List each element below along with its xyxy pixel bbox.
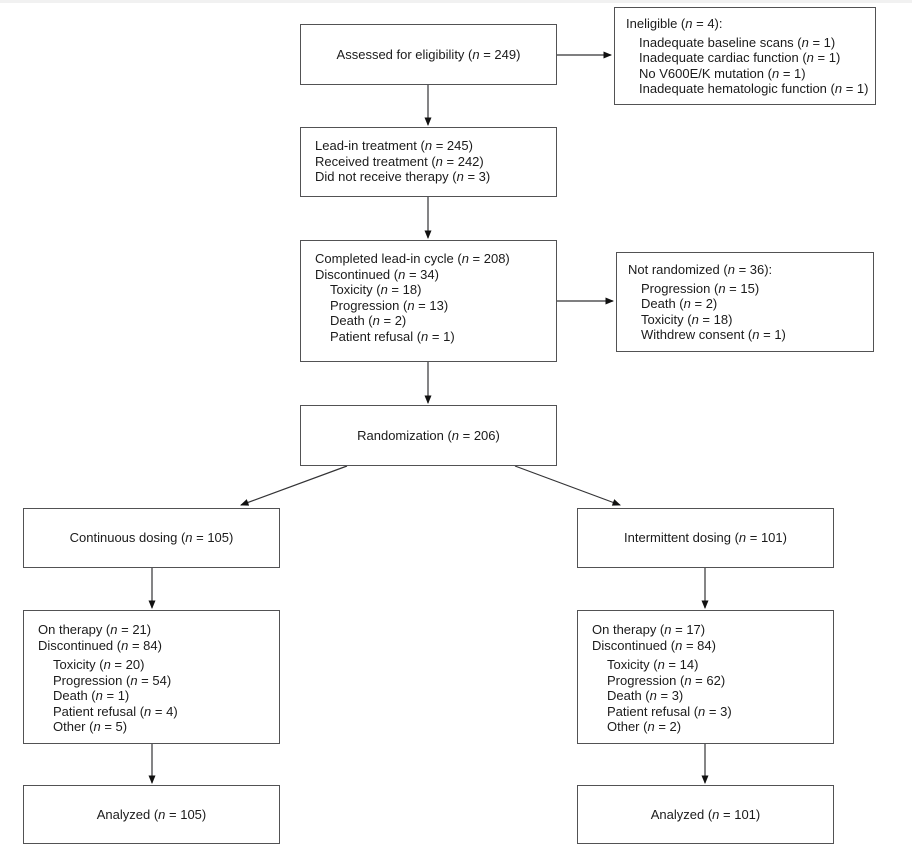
box-line: Toxicity (n = 14) [607,657,699,672]
box-on-therapy-continuous: On therapy (n = 21) Discontinued (n = 84… [23,610,280,744]
box-line: Death (n = 3) [607,688,684,703]
box-line: On therapy (n = 21) [38,622,152,637]
box-analyzed-intermittent: Analyzed (n = 101) [577,785,834,844]
box-randomization: Randomization (n = 206) [300,405,557,466]
box-line: Other (n = 5) [53,719,128,734]
box-label: Randomization (n = 206) [357,427,500,443]
box-line: Toxicity (n = 18) [641,311,733,327]
box-not-randomized: Not randomized (n = 36): Progression (n … [616,252,874,352]
box-line: Death (n = 2) [330,313,407,328]
box-label: Intermittent dosing (n = 101) [624,530,787,546]
box-line: Completed lead-in cycle (n = 208) [315,251,510,266]
box-line: Discontinued (n = 34) [315,266,439,282]
box-label: Assessed for eligibility (n = 249) [336,46,521,62]
box-line: No V600E/K mutation (n = 1) [639,65,806,81]
box-label: Continuous dosing (n = 105) [69,530,234,546]
box-line: Patient refusal (n = 1) [330,328,455,344]
box-line: Toxicity (n = 20) [53,657,145,672]
box-line: Withdrew consent (n = 1) [641,327,786,342]
box-intermittent-dosing: Intermittent dosing (n = 101) [577,508,834,568]
box-line: Ineligible (n = 4): [626,16,723,31]
box-assessed-eligibility: Assessed for eligibility (n = 249) [300,24,557,85]
box-analyzed-continuous: Analyzed (n = 105) [23,785,280,844]
box-line: Received treatment (n = 242) [315,153,484,169]
box-line: Progression (n = 62) [607,672,726,688]
box-line: Progression (n = 15) [641,280,760,296]
box-line: Patient refusal (n = 4) [53,703,178,719]
box-line: Not randomized (n = 36): [628,262,773,277]
box-line: Discontinued (n = 84) [38,637,162,653]
box-line: Progression (n = 13) [330,297,449,313]
box-lead-in-treatment: Lead-in treatment (n = 245) Received tre… [300,127,557,197]
box-label: Analyzed (n = 101) [650,806,761,822]
box-line: Inadequate baseline scans (n = 1) [639,34,836,50]
box-line: Other (n = 2) [607,719,682,734]
box-ineligible: Ineligible (n = 4): Inadequate baseline … [614,7,876,105]
connector-randomization-to-continuous [240,465,348,506]
box-line: Inadequate hematologic function (n = 1) [639,81,869,96]
box-line: Discontinued (n = 84) [592,637,716,653]
box-line: Progression (n = 54) [53,672,172,688]
box-line: Death (n = 2) [641,296,718,311]
box-line: Lead-in treatment (n = 245) [315,138,473,153]
box-line: Toxicity (n = 18) [330,282,422,297]
box-label: Analyzed (n = 105) [96,806,207,822]
box-line: On therapy (n = 17) [592,622,706,637]
box-line: Did not receive therapy (n = 3) [315,169,491,184]
box-continuous-dosing: Continuous dosing (n = 105) [23,508,280,568]
box-completed-lead-in: Completed lead-in cycle (n = 208) Discon… [300,240,557,362]
connector-randomization-to-intermittent [514,465,621,506]
box-on-therapy-intermittent: On therapy (n = 17) Discontinued (n = 84… [577,610,834,744]
page-top-edge [0,0,912,3]
box-line: Death (n = 1) [53,688,130,703]
box-line: Patient refusal (n = 3) [607,703,732,719]
box-line: Inadequate cardiac function (n = 1) [639,50,841,65]
